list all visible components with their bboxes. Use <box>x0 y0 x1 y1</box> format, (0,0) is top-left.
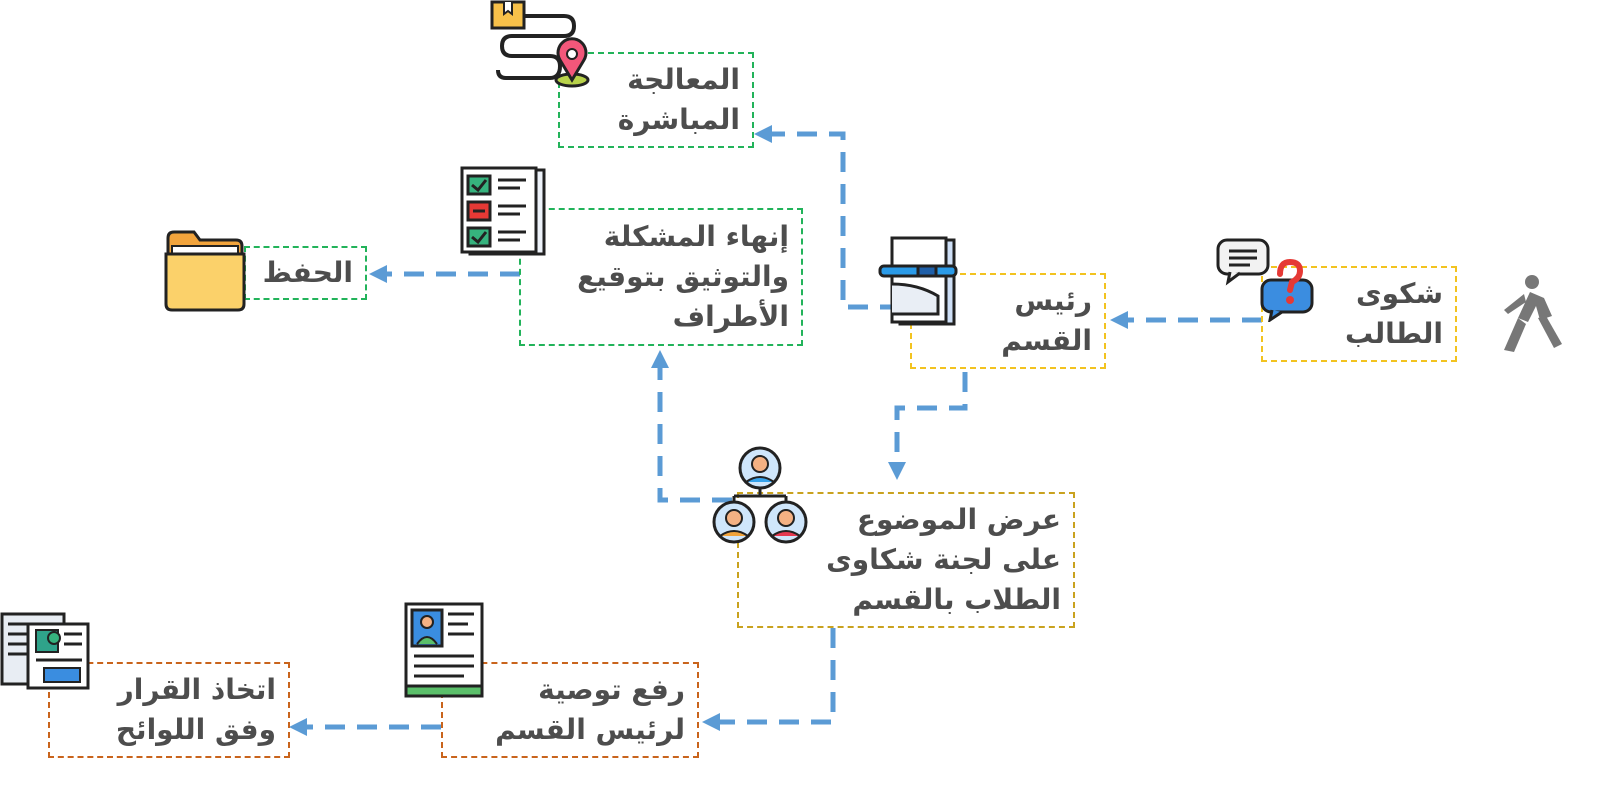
connector-head-to-committee <box>894 372 968 462</box>
node-direct-handling: المعالجة المباشرة <box>558 52 754 148</box>
arrowhead <box>888 462 906 480</box>
node-label: المعالجة المباشرة <box>617 63 740 136</box>
route-map-icon <box>490 0 590 88</box>
arrowhead <box>369 265 387 283</box>
node-close-document: إنهاء المشكلة والتوثيق بتوقيع الأطراف <box>519 208 803 346</box>
node-student-complaint: شكوى الطالب <box>1261 266 1457 362</box>
question-chat-icon <box>1216 238 1314 322</box>
node-committee-review: عرض الموضوع على لجنة شكاوى الطلاب بالقسم <box>737 492 1075 628</box>
arrowhead <box>754 125 772 143</box>
connector-committee-to-recommendation <box>718 628 836 725</box>
node-decision: اتخاذ القرار وفق اللوائح <box>48 662 290 758</box>
team-hierarchy-icon <box>712 446 808 544</box>
folder-icon <box>164 230 246 312</box>
arrowhead <box>1110 311 1128 329</box>
node-archive: الحفظ <box>244 246 367 300</box>
node-label: الحفظ <box>262 256 353 289</box>
node-recommendation: رفع توصية لرئيس القسم <box>441 662 699 758</box>
node-label: اتخاذ القرار وفق اللوائح <box>115 673 276 746</box>
document-pen-icon <box>878 236 958 326</box>
checklist-icon <box>460 166 546 256</box>
node-label: رفع توصية لرئيس القسم <box>495 673 685 746</box>
walking-person-icon <box>1504 275 1562 352</box>
arrowhead <box>651 350 669 368</box>
profile-document-icon <box>404 602 484 698</box>
node-label: عرض الموضوع على لجنة شكاوى الطلاب بالقسم <box>826 503 1061 616</box>
connector-head-to-direct <box>770 131 900 310</box>
connector-committee-to-close <box>657 368 732 503</box>
arrowhead <box>702 713 720 731</box>
node-label: رئيس القسم <box>1001 284 1092 357</box>
arrowhead <box>289 718 307 736</box>
node-label: شكوى الطالب <box>1344 277 1443 350</box>
node-label: إنهاء المشكلة والتوثيق بتوقيع الأطراف <box>577 220 789 333</box>
newspaper-icon <box>0 612 90 690</box>
